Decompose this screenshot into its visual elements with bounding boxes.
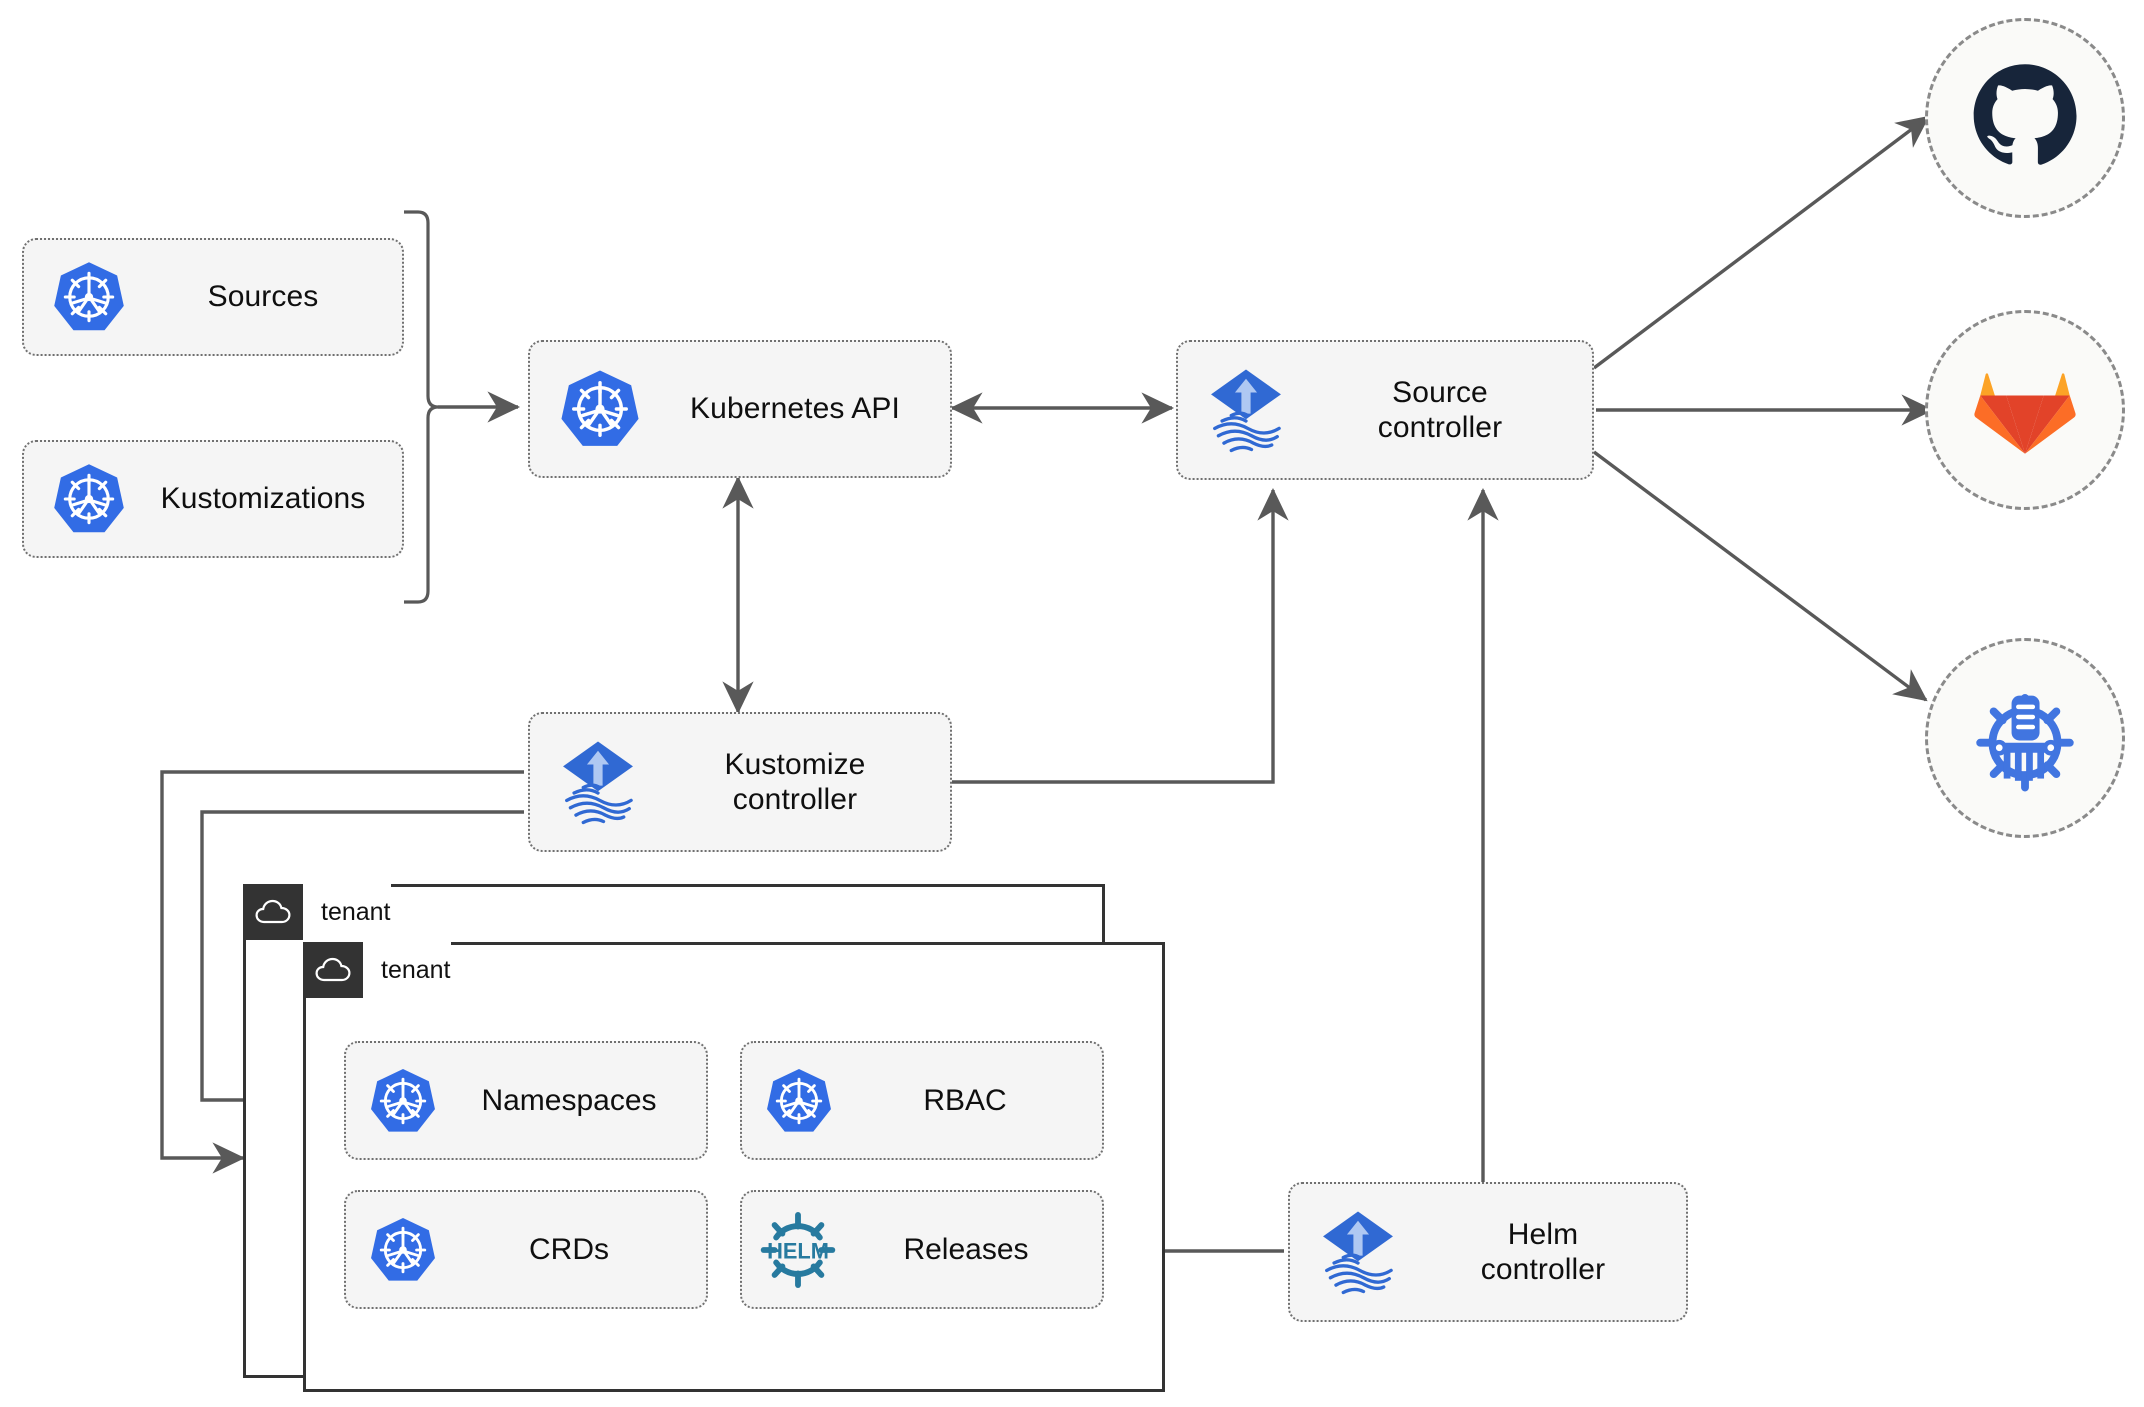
kubernetes-icon: [364, 1211, 442, 1289]
kubernetes-icon: [364, 1062, 442, 1140]
tenant-header: tenant: [243, 884, 391, 940]
node-rbac[interactable]: RBAC: [740, 1041, 1104, 1160]
github-icon: [1971, 62, 2079, 175]
node-label: Source controller: [1377, 375, 1503, 444]
node-crds[interactable]: CRDs: [344, 1190, 708, 1309]
tenant-inner[interactable]: tenant: [303, 942, 1165, 1392]
kubernetes-icon: [46, 456, 132, 542]
cloud-icon: [303, 942, 363, 998]
resource-label: Namespaces: [481, 1083, 657, 1117]
node-kustomizations[interactable]: Kustomizations: [22, 440, 404, 558]
edge-source-to-helmrepo: [1592, 450, 1928, 702]
node-label: Kustomizations: [160, 482, 366, 516]
resource-label: Releases: [903, 1232, 1029, 1266]
node-kubernetes-api[interactable]: Kubernetes API: [528, 340, 952, 478]
node-label: Helm controller: [1480, 1217, 1606, 1286]
node-label: Sources: [207, 280, 319, 314]
edge-source-to-github: [1592, 115, 1930, 370]
node-source-controller[interactable]: Source controller: [1176, 340, 1594, 480]
node-label: Kustomize controller: [724, 747, 866, 816]
node-kustomize-controller[interactable]: Kustomize controller: [528, 712, 952, 852]
helm-icon: HELM: [756, 1208, 840, 1292]
node-label: Kubernetes API: [690, 392, 900, 426]
helm-repository-icon: [1969, 680, 2081, 797]
kubernetes-icon: [552, 361, 648, 457]
flux-icon: [548, 732, 648, 832]
tenant-header: tenant: [303, 942, 451, 998]
cloud-icon: [243, 884, 303, 940]
edge-kustomize-to-source: [952, 487, 1289, 784]
node-helm-controller[interactable]: Helm controller: [1288, 1182, 1688, 1322]
kubernetes-icon: [760, 1062, 838, 1140]
resource-label: CRDs: [529, 1232, 609, 1266]
tenant-resource-grid: Namespaces: [344, 1041, 1104, 1309]
kubernetes-icon: [46, 254, 132, 340]
node-namespaces[interactable]: Namespaces: [344, 1041, 708, 1160]
circle-github[interactable]: [1925, 18, 2125, 218]
resource-label: RBAC: [923, 1083, 1007, 1117]
circle-helm-repository[interactable]: [1925, 638, 2125, 838]
tenant-label: tenant: [303, 884, 391, 940]
tenant-label: tenant: [363, 942, 451, 998]
flux-icon: [1308, 1202, 1408, 1302]
flux-icon: [1196, 360, 1296, 460]
node-releases[interactable]: HELM Releases: [740, 1190, 1104, 1309]
gitlab-icon: [1973, 358, 2077, 463]
node-sources[interactable]: Sources: [22, 238, 404, 356]
circle-gitlab[interactable]: [1925, 310, 2125, 510]
svg-text:HELM: HELM: [767, 1238, 829, 1263]
edge-brace: [404, 210, 439, 604]
